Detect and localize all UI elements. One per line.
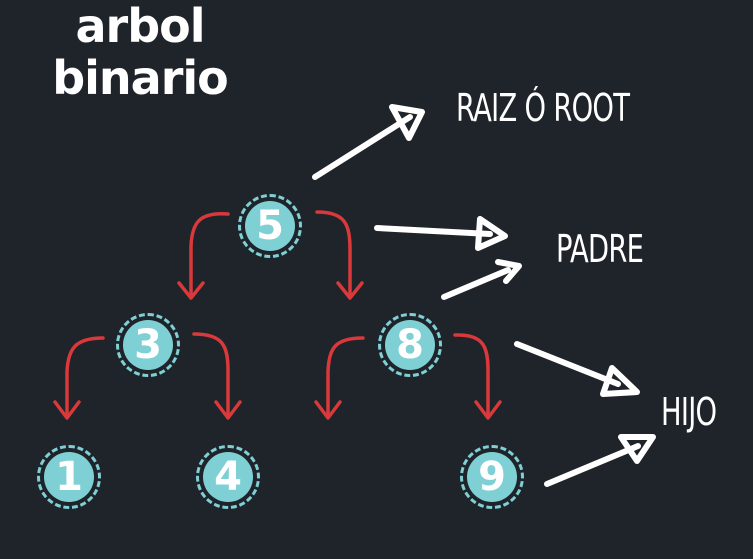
node-ring <box>116 313 180 377</box>
node-ring <box>460 445 524 509</box>
node-disc <box>123 320 173 370</box>
pointer-arrow-root <box>312 114 413 180</box>
edge-arrow-3-to-1 <box>65 336 105 418</box>
edge-arrow-5-to-3 <box>189 212 230 298</box>
pointer-arrowhead-parent-from-5 <box>475 216 508 251</box>
edge-arrowhead-5-to-8 <box>336 281 364 300</box>
node-disc <box>44 452 94 502</box>
node-disc <box>467 452 517 502</box>
node-value: 4 <box>214 454 242 500</box>
pointer-arrow-child-from-9 <box>544 443 641 487</box>
pointer-arrowhead-child-from-9 <box>618 434 656 464</box>
tree-node-right-right: 9 <box>460 445 524 509</box>
node-value: 3 <box>134 322 162 368</box>
tree-node-left-right: 4 <box>196 445 260 509</box>
edge-arrowhead-3-to-4 <box>214 400 242 420</box>
tree-node-left-left: 1 <box>37 445 101 509</box>
node-value: 5 <box>256 203 284 249</box>
pointer-arrowhead-root <box>389 104 425 141</box>
node-ring <box>378 313 442 377</box>
node-disc <box>203 452 253 502</box>
node-disc <box>245 201 295 251</box>
title-line-1: arbol <box>75 0 205 53</box>
edge-arrow-8-to-9 <box>453 333 490 418</box>
edge-arrowhead-3-to-1 <box>53 400 81 420</box>
tree-node-right: 8 <box>378 313 442 377</box>
node-ring <box>238 194 302 258</box>
node-ring <box>37 445 101 509</box>
edge-arrowhead-8-to-9 <box>474 400 502 420</box>
pointer-arrow-child-from-8 <box>514 341 621 387</box>
pointer-arrow-parent-from-5 <box>374 225 493 237</box>
edge-arrowhead-5-to-3 <box>177 281 205 300</box>
label-root: RAIZ Ó ROOT <box>456 86 630 130</box>
node-value: 9 <box>478 454 506 500</box>
edge-arrow-5-to-8 <box>315 210 352 298</box>
label-parent: PADRE <box>556 227 644 271</box>
label-child: HIJO <box>661 390 717 434</box>
tree-node-root: 5 <box>238 194 302 258</box>
title-line-2: binario <box>52 51 229 105</box>
node-value: 1 <box>55 454 83 500</box>
edge-arrow-3-to-4 <box>192 332 230 418</box>
edge-arrowhead-8-to-empty <box>314 400 342 420</box>
diagram-title: arbol binario <box>40 0 240 104</box>
node-disc <box>385 320 435 370</box>
pointer-arrow-parent-from-8 <box>441 267 511 300</box>
edge-arrow-8-to-empty <box>326 336 365 418</box>
pointer-arrowhead-parent-from-8 <box>495 259 522 284</box>
tree-node-left: 3 <box>116 313 180 377</box>
pointer-arrowhead-child-from-8 <box>600 365 640 397</box>
node-value: 8 <box>396 322 424 368</box>
node-ring <box>196 445 260 509</box>
